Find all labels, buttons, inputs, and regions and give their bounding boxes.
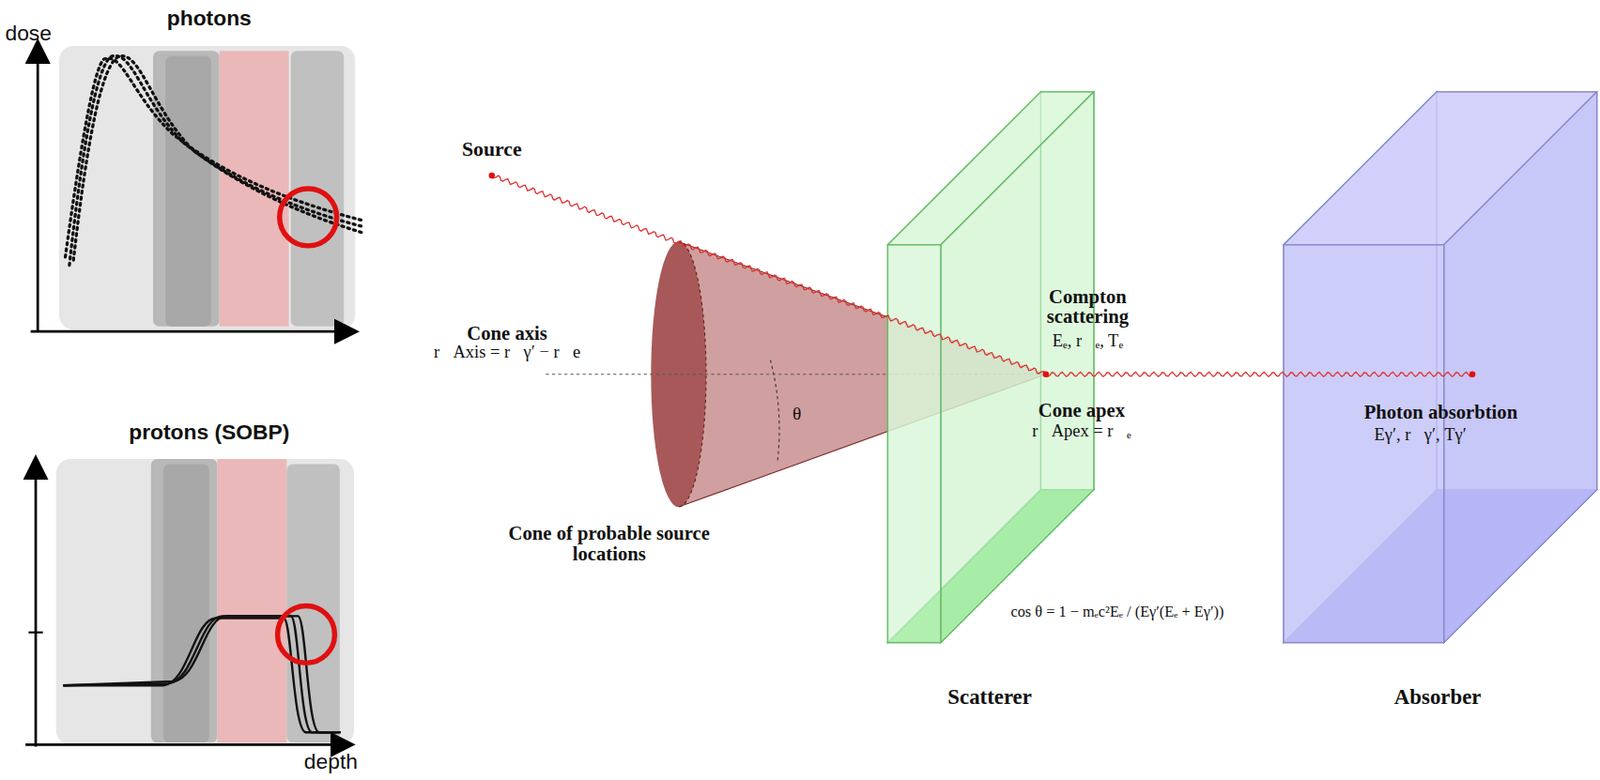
node-title: protons (SOBP) bbox=[56, 420, 363, 446]
cone-apex-label: Cone apex bbox=[1038, 400, 1125, 422]
node-title: photons bbox=[56, 6, 363, 31]
axis-label: depth bbox=[304, 751, 358, 774]
node-title: Scatterer bbox=[857, 684, 1124, 710]
formula: r⃗Axis = r⃗γ′ − r⃗e bbox=[431, 343, 584, 362]
plot-panel: protons (SOBP) bbox=[56, 418, 363, 746]
scatter-dot bbox=[1043, 371, 1050, 379]
absorber-box bbox=[1283, 92, 1598, 644]
formula: r⃗Apex = r⃗ₑ bbox=[1031, 422, 1131, 441]
axis-label: dose bbox=[4, 22, 51, 46]
angle-label: θ bbox=[792, 403, 801, 424]
photon-dose-plot bbox=[30, 46, 363, 332]
source-dot bbox=[489, 172, 496, 180]
proton-dose-plot bbox=[25, 459, 354, 747]
formula: Eₑ, r⃗ₑ, Tₑ bbox=[1052, 332, 1124, 351]
formula: Eγ′, r⃗γ′, Tγ′ bbox=[1374, 426, 1467, 445]
photon-path bbox=[492, 175, 1473, 377]
cone-axis-label: Cone axis bbox=[464, 323, 550, 344]
plot-panel: photons bbox=[56, 1, 363, 334]
absorption-label: Photon absorbtion bbox=[1364, 401, 1518, 423]
wavy-photon bbox=[1046, 371, 1473, 377]
formula: cos θ = 1 − mₑc²Eₑ / (Eγ′(Eₑ + Eγ′)) bbox=[1010, 604, 1224, 621]
source-label: Source bbox=[461, 138, 523, 161]
node-title: Absorber bbox=[1275, 684, 1600, 710]
scatterer-box bbox=[887, 92, 1094, 644]
cone-caption: Cone of probable source locations bbox=[507, 523, 711, 564]
absorb-dot bbox=[1469, 371, 1477, 379]
compton-label: Compton scattering bbox=[1026, 286, 1149, 327]
